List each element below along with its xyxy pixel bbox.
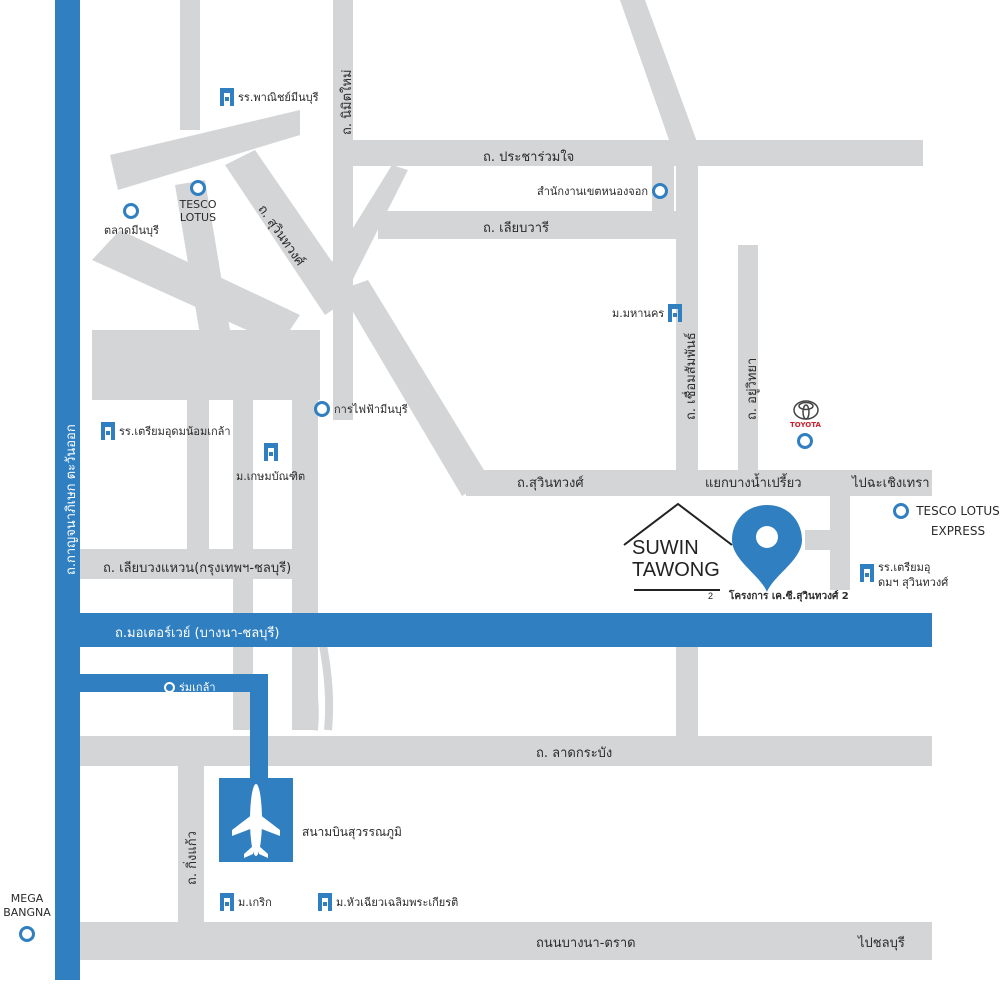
highway-airport-link-v xyxy=(250,674,268,784)
label-king-kaeo: ถ. กิ่งแก้ว xyxy=(185,831,200,885)
school-icon xyxy=(101,422,115,440)
location-dot-icon xyxy=(652,183,669,199)
poi-talat-minburi: ตลาดมีนบุรี xyxy=(104,203,159,239)
label-motorway: ถ.มอเตอร์เวย์ (บางนา-ชลบุรี) xyxy=(115,626,280,641)
label-lat-krabang: ถ. ลาดกระบัง xyxy=(536,746,613,761)
brand-number: 2 xyxy=(708,591,714,601)
poi-school-triam-suwin: รร.เตรียมอุดมฯ สุวินทวงศ์ xyxy=(860,560,950,590)
label-u-withaya: ถ. อยู่วิทยา xyxy=(745,357,760,420)
road-left-inner-2 xyxy=(233,400,253,730)
school-icon xyxy=(860,564,874,582)
road-liap-bang-waen xyxy=(80,549,310,579)
road-east-spur xyxy=(830,492,850,590)
poi-nong-chok-office: สำนักงานเขตหนองจอก xyxy=(537,182,669,200)
road-diag-top xyxy=(620,0,700,160)
road-king-kaeo xyxy=(178,765,204,925)
road-liap-wari xyxy=(378,211,676,239)
brand-line2: TAWONG xyxy=(632,559,720,581)
brand-line1: SUWIN xyxy=(632,537,699,559)
location-dot-icon xyxy=(893,503,909,519)
road-u-withaya xyxy=(738,245,758,480)
poi-school-phanitchayamin: รร.พาณิชย์มีนบุรี xyxy=(220,88,319,106)
poi-pea-minburi: การไฟฟ้ามีนบุรี xyxy=(314,400,408,418)
highway-motorway xyxy=(55,613,932,647)
poi-label: ม.มหานคร xyxy=(612,307,665,320)
poi-label: ร่มเกล้า xyxy=(179,681,216,694)
road-left-inner xyxy=(187,400,209,550)
road-east-spur-2 xyxy=(805,530,835,550)
poi-suvarnabhumi: สนามบินสุวรรณภูมิ xyxy=(302,823,402,842)
project-logo: SUWIN TAWONG 2 xyxy=(620,500,738,601)
poi-tesco-lotus: TESCO LOTUS xyxy=(176,180,220,224)
school-icon xyxy=(220,88,234,106)
label-suwinthawong: ถ.สุวินทวงศ์ xyxy=(517,476,584,491)
road-diag-north xyxy=(330,165,408,285)
poi-hua-chiew: ม.หัวเฉียวเฉลิมพระเกียรติ xyxy=(318,893,458,911)
poi-label: สำนักงานเขตหนองจอก xyxy=(537,185,649,198)
location-dot-icon xyxy=(164,681,175,693)
road-west-block xyxy=(92,330,320,400)
road-nw-diagonal xyxy=(110,110,300,190)
label-nimit-mai: ถ. นิมิตใหม่ xyxy=(340,69,355,135)
poi-romklao: ร่มเกล้า xyxy=(164,678,216,696)
label-junction: แยกบางน้ำเปรี้ยว xyxy=(705,476,802,491)
location-dot-icon xyxy=(19,926,35,942)
poi-school-triam-nom: รร.เตรียมอุดมน้อมเกล้า xyxy=(101,422,231,440)
label-chuam-samphan: ถ. เชื่อมสัมพันธ์ xyxy=(684,332,699,420)
poi-kric: ม.เกริก xyxy=(220,893,272,911)
poi-label: การไฟฟ้ามีนบุรี xyxy=(334,403,408,416)
poi-label: MEGA BANGNA xyxy=(3,892,51,919)
poi-label: รร.พาณิชย์มีนบุรี xyxy=(238,91,319,104)
label-bangna-trat: ถนนบางนา-ตราด xyxy=(536,936,636,951)
poi-mahanakhon-univ: ม.มหานคร xyxy=(612,304,683,322)
poi-label: ม.เกษมบัณฑิต xyxy=(236,470,306,483)
road-chuam-samphan xyxy=(676,150,698,480)
road-suwinthawong-east xyxy=(466,470,932,496)
location-dot-icon xyxy=(314,401,330,417)
road-bangna-trat xyxy=(80,922,932,960)
school-icon xyxy=(263,443,278,461)
label-pracha-ruam-jai: ถ. ประชาร่วมใจ xyxy=(483,150,575,165)
project-caption: โครงการ เค.ซี.สุวินทวงศ์ 2 xyxy=(729,591,849,602)
project-location-pin xyxy=(732,505,802,592)
toyota-logo-icon xyxy=(793,400,819,420)
road-suwinthawong-diag xyxy=(225,150,355,315)
school-icon xyxy=(318,893,332,911)
poi-tesco-express: TESCO LOTUS EXPRESS xyxy=(893,501,1000,541)
road-diag-main xyxy=(340,280,490,496)
label-to-chachoengsao: ไปฉะเชิงเทรา xyxy=(852,476,930,491)
poi-toyota: TOYOTA xyxy=(790,421,821,449)
school-icon xyxy=(220,893,234,911)
label-liap-wari: ถ. เลียบวารี xyxy=(483,221,549,236)
label-liap-bang-waen: ถ. เลียบวงแหวน(กรุงเทพฯ-ชลบุรี) xyxy=(103,561,292,576)
road-lat-krabang xyxy=(80,736,932,766)
poi-label: TESCO LOTUS xyxy=(179,198,217,224)
school-icon xyxy=(668,304,683,322)
poi-label: TESCO LOTUS EXPRESS xyxy=(916,504,1000,538)
location-dot-icon xyxy=(797,433,814,449)
poi-label: ตลาดมีนบุรี xyxy=(104,224,159,237)
label-to-chonburi: ไปชลบุรี xyxy=(858,936,905,951)
label-kanchanaphisek: ถ.กาญจนาภิเษก ตะวันออก xyxy=(64,424,79,575)
house-outline-icon xyxy=(623,502,733,591)
road-pracha-ruam-jai xyxy=(345,140,923,166)
road-north-stub xyxy=(180,0,200,130)
location-dot-icon xyxy=(123,203,140,219)
poi-label: TOYOTA xyxy=(790,421,821,429)
road-nw-vertical xyxy=(175,180,230,335)
highway-kanchanaphisek xyxy=(55,0,80,980)
poi-label: สนามบินสุวรรณภูมิ xyxy=(302,825,402,839)
road-nimit-mai xyxy=(333,0,353,420)
poi-label: รร.เตรียมอุดมฯ สุวินทวงศ์ xyxy=(878,561,949,589)
poi-mega-bangna: MEGA BANGNA xyxy=(2,892,52,942)
poi-kaset-bandit: ม.เกษมบัณฑิต xyxy=(236,443,305,485)
location-dot-icon xyxy=(190,180,206,196)
poi-label: ม.หัวเฉียวเฉลิมพระเกียรติ xyxy=(336,896,459,909)
poi-label: รร.เตรียมอุดมน้อมเกล้า xyxy=(119,425,231,438)
airplane-icon xyxy=(232,784,280,858)
road-connector-south xyxy=(676,645,698,740)
poi-label: ม.เกริก xyxy=(238,896,272,909)
